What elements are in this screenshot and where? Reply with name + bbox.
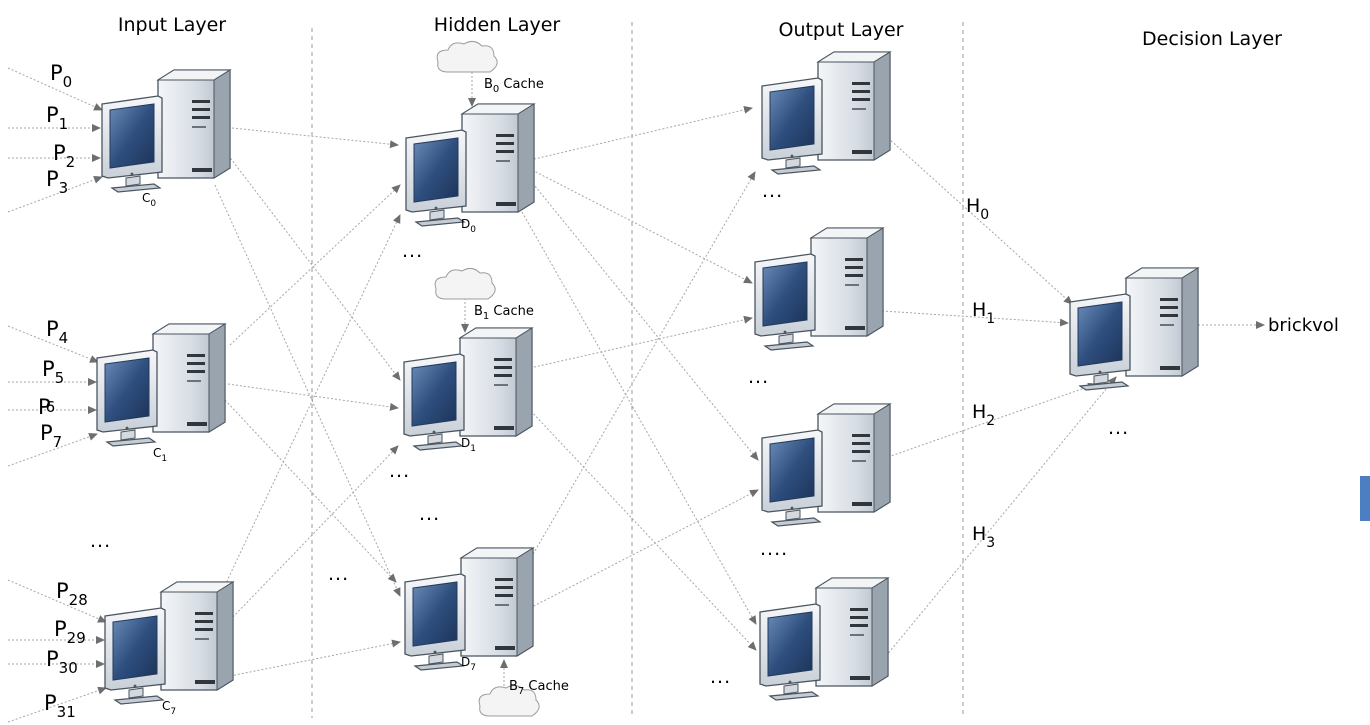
node-label: C1 [153, 446, 167, 464]
output-layer-title: Output Layer [778, 19, 903, 41]
arrow-c7-d0 [217, 214, 401, 601]
cache-labels: B0 Cache B1 Cache B7 Cache [474, 77, 569, 697]
ellipsis: ... [328, 563, 349, 585]
computer-nodes [96, 51, 1200, 705]
input-computer-c0 [101, 69, 232, 193]
ellipsis: ... [402, 240, 423, 262]
arrow-c7-d1 [229, 445, 399, 621]
ellipses: ... ... ... ... ... ... ... ... .... ... [90, 180, 1129, 688]
arrow-p28 [7, 579, 107, 623]
ellipsis: ... [710, 666, 731, 688]
input-label: P1 [46, 103, 68, 133]
node-label: D7 [461, 655, 476, 673]
output-computer-3 [759, 577, 890, 701]
arrow-d1-o1 [529, 315, 753, 369]
ellipsis: .... [760, 538, 788, 560]
ellipsis: ... [389, 460, 410, 482]
arrow-d7-o0 [524, 171, 756, 569]
arrow-d0-o3 [521, 211, 757, 625]
arrow-c0-d0 [231, 127, 399, 149]
output-computer-2 [761, 403, 892, 527]
arrow-p0 [7, 67, 103, 111]
cache-label: B7 Cache [509, 679, 569, 697]
h-label: H3 [972, 523, 995, 551]
cloud-icon [434, 267, 496, 300]
ellipsis: ... [419, 503, 440, 525]
cache-clouds [434, 40, 540, 717]
hidden-layer-title: Hidden Layer [434, 14, 561, 36]
input-labels: P0 P1 P2 P3 P4 P5 P6 P7 P28 P29 P30 P31 [38, 61, 88, 721]
arrow-o1-decision [881, 310, 1069, 327]
connection-arrows [7, 67, 1265, 723]
h-label: H0 [966, 195, 989, 223]
arrow-o0-decision [887, 137, 1073, 305]
arrow-p31 [7, 686, 107, 723]
output-computer-0 [761, 51, 892, 175]
input-label: P28 [56, 579, 88, 609]
arrow-p3 [7, 176, 103, 213]
arrow-d0-o0 [529, 105, 753, 161]
input-label: P29 [54, 617, 86, 647]
input-label: P2 [53, 141, 75, 171]
node-label: C0 [142, 191, 156, 209]
arrow-d0-o2 [529, 179, 759, 461]
arrow-c7-d7 [229, 639, 401, 677]
layer-dividers [311, 22, 964, 718]
arrow-d7-o2 [529, 489, 759, 609]
hidden-computer-d0 [405, 103, 536, 227]
cache-label: B1 Cache [474, 304, 534, 322]
input-label: P4 [46, 317, 68, 347]
input-layer-title: Input Layer [118, 14, 226, 36]
ellipsis: ... [748, 366, 769, 388]
input-label: P7 [40, 421, 62, 451]
decision-computer [1069, 267, 1200, 391]
arrow-o2-decision [887, 382, 1097, 458]
node-label: D0 [461, 217, 476, 235]
arrow-d0-o1 [531, 169, 753, 284]
output-label: brickvol [1268, 315, 1339, 336]
arrow-c1-d0 [229, 184, 401, 346]
input-label: P0 [50, 61, 72, 91]
arrow-p4 [7, 325, 99, 363]
input-label: P30 [46, 647, 78, 677]
h-labels: H0 H1 H2 H3 [966, 195, 995, 551]
arrow-d1-o3 [527, 407, 757, 651]
cloud-icon [478, 684, 540, 717]
ellipsis: ... [1108, 417, 1129, 439]
ellipsis: ... [90, 530, 111, 552]
hidden-computer-d1 [403, 327, 534, 451]
input-label: P3 [46, 167, 68, 197]
cloud-icon [436, 40, 498, 73]
input-label: P6 [38, 395, 55, 419]
arrow-c0-d7 [214, 184, 401, 597]
arrow-c1-d7 [224, 399, 397, 583]
decision-layer-title: Decision Layer [1142, 28, 1282, 50]
hidden-computer-d7 [404, 547, 535, 671]
accent-tab [1360, 476, 1370, 521]
node-label: D1 [461, 436, 476, 454]
output-computer-1 [754, 227, 885, 351]
arrow-c0-d1 [227, 154, 401, 381]
input-label: P5 [42, 357, 64, 387]
input-label: P31 [44, 691, 76, 721]
node-label: C7 [162, 699, 176, 717]
cache-label: B0 Cache [484, 77, 544, 95]
node-labels: C0 C1 C7 D0 D1 D7 [142, 191, 476, 717]
h-label: H1 [972, 299, 995, 327]
input-computer-c1 [96, 323, 227, 447]
ellipsis: ... [762, 180, 783, 202]
input-computer-c7 [104, 581, 235, 705]
arrow-c1-d1 [227, 383, 399, 411]
h-label: H2 [972, 401, 995, 429]
arrow-o3-decision [885, 376, 1117, 657]
